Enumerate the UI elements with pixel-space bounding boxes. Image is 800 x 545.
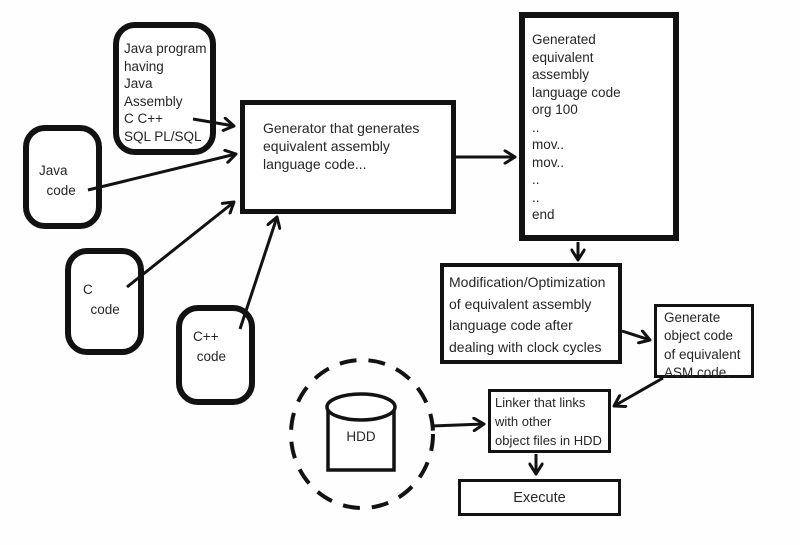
modification-optimization-node: Modification/Optimization of equivalent … bbox=[440, 263, 622, 364]
edge-java-code-to-generator bbox=[87, 154, 236, 192]
java-program-node: Java program having Java Assembly C C++ … bbox=[113, 22, 216, 155]
java-code-node: Java code bbox=[23, 125, 102, 229]
hdd-label: HDD bbox=[346, 429, 376, 444]
edge-object-code-to-linker bbox=[614, 376, 664, 406]
c-code-node: C code bbox=[65, 248, 144, 355]
linker-node: Linker that links with other object file… bbox=[488, 389, 611, 453]
object-code-node: Generate object code of equivalent ASM c… bbox=[654, 304, 754, 380]
generator-node: Generator that generates equivalent asse… bbox=[240, 100, 456, 214]
execute-node: Execute bbox=[458, 479, 621, 516]
cpp-code-node: C++ code bbox=[176, 305, 255, 405]
edge-modification-to-object-code bbox=[621, 331, 650, 340]
generated-code-node: Generated equivalent assembly language c… bbox=[519, 12, 679, 241]
edge-hdd-to-linker bbox=[431, 424, 484, 426]
